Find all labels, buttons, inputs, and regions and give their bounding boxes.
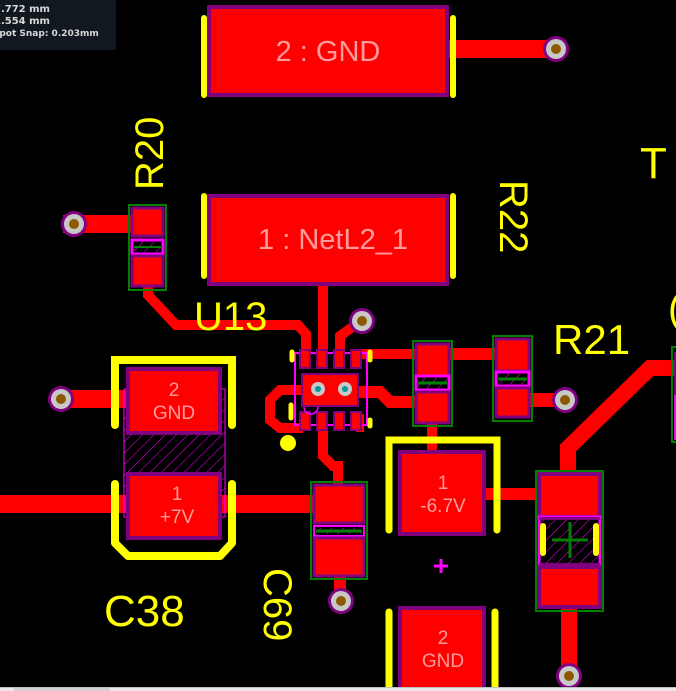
coordinate-hud: 7.772 mm 1.554 mm spot Snap: 0.203mm bbox=[0, 0, 116, 50]
c38-pad-2[interactable] bbox=[126, 367, 222, 435]
c-designator-partial: ( bbox=[668, 287, 676, 331]
tcap-pad-2-net: GND bbox=[422, 651, 464, 672]
u13-pin1-marker bbox=[303, 406, 319, 415]
r21-pad-2[interactable] bbox=[494, 386, 531, 419]
u13-pin-8[interactable] bbox=[299, 411, 311, 431]
r21-designator: R21 bbox=[553, 316, 630, 363]
trace-diag-right[interactable] bbox=[560, 360, 676, 488]
c38-pad-2-num: 2 bbox=[169, 380, 180, 401]
via[interactable] bbox=[48, 386, 74, 412]
u13-pin-6[interactable] bbox=[333, 411, 345, 431]
r20-pad-1[interactable] bbox=[130, 206, 165, 238]
l2-pad-1[interactable] bbox=[207, 194, 449, 286]
u13-thermal-via-2-hole bbox=[342, 386, 348, 392]
r22-pad-2[interactable] bbox=[414, 390, 451, 425]
tcap-pad-1[interactable] bbox=[398, 450, 486, 536]
via[interactable] bbox=[556, 663, 582, 689]
right-pad-2[interactable] bbox=[537, 565, 602, 609]
l2-pad-2-label: 2 : GND bbox=[276, 36, 381, 68]
hotspot-snap-readout: spot Snap: 0.203mm bbox=[0, 29, 99, 39]
c69-pad-2[interactable] bbox=[312, 536, 366, 578]
r20-designator: R20 bbox=[128, 117, 172, 190]
l2-component[interactable]: 2 : GND 1 : NetL2_1 bbox=[201, 5, 456, 286]
r21-component[interactable] bbox=[492, 335, 533, 422]
tcap-silk-top bbox=[385, 436, 501, 534]
tantalum-cap-component[interactable]: 1 -6.7V 2 GND bbox=[385, 436, 501, 690]
c38-pad-1-net: +7V bbox=[160, 507, 195, 528]
c38-pad-2-net: GND bbox=[153, 403, 195, 424]
u13-pin-1[interactable] bbox=[299, 349, 311, 369]
partial-pad bbox=[674, 352, 676, 402]
c38-pad-1[interactable] bbox=[126, 472, 222, 540]
t-designator-partial: T bbox=[640, 139, 667, 188]
u13-designator: U13 bbox=[194, 295, 267, 339]
u13-pin-4[interactable] bbox=[350, 349, 362, 369]
r20-component[interactable] bbox=[128, 204, 167, 291]
x-coordinate-readout: 7.772 mm bbox=[0, 4, 50, 15]
c69-component[interactable] bbox=[310, 481, 368, 580]
r22-component[interactable] bbox=[412, 340, 453, 427]
horizontal-scrollbar[interactable] bbox=[0, 687, 676, 691]
r22-courtyard bbox=[412, 340, 453, 427]
c69-designator: C69 bbox=[255, 568, 299, 641]
u13-pin-3[interactable] bbox=[333, 349, 345, 369]
l2-pad-2[interactable] bbox=[207, 5, 449, 97]
vias bbox=[48, 36, 582, 689]
right-body-top bbox=[539, 517, 600, 520]
partial-courtyard bbox=[671, 346, 676, 443]
tcap-pad-2[interactable] bbox=[398, 606, 486, 690]
tcap-pad-1-net: -6.7V bbox=[420, 496, 466, 517]
r21-courtyard bbox=[492, 335, 533, 422]
r20-courtyard bbox=[128, 204, 167, 291]
via[interactable] bbox=[349, 308, 375, 334]
right-component[interactable] bbox=[535, 470, 604, 612]
u13-pin-7[interactable] bbox=[316, 411, 328, 431]
u13-component[interactable] bbox=[280, 349, 373, 451]
y-coordinate-readout: 1.554 mm bbox=[0, 16, 50, 27]
partial-body bbox=[674, 395, 676, 440]
tcap-pad-2-num: 2 bbox=[438, 628, 449, 649]
tcap-pad-1-num: 1 bbox=[438, 473, 449, 494]
trace-u13-r22-bottom[interactable] bbox=[354, 386, 436, 408]
trace-u13-c69[interactable] bbox=[318, 415, 343, 505]
r22-designator: R22 bbox=[491, 180, 535, 253]
r22-pad-1[interactable] bbox=[414, 342, 451, 378]
c38-designator: C38 bbox=[104, 587, 185, 636]
c38-component[interactable]: 2 GND 1 +7V bbox=[111, 356, 236, 560]
right-pad-1[interactable] bbox=[537, 472, 602, 519]
u13-pin-5[interactable] bbox=[350, 411, 362, 431]
u13-thermal-via-1-hole bbox=[315, 386, 321, 392]
via[interactable] bbox=[328, 588, 354, 614]
c38-silk-top bbox=[111, 356, 236, 429]
via[interactable] bbox=[61, 211, 87, 237]
via[interactable] bbox=[543, 36, 569, 62]
partial-component-right[interactable] bbox=[671, 346, 676, 443]
u13-pin-2[interactable] bbox=[316, 349, 328, 369]
c69-courtyard bbox=[310, 481, 368, 580]
right-courtyard bbox=[535, 470, 604, 612]
l2-pad-1-label: 1 : NetL2_1 bbox=[258, 224, 408, 256]
r21-pad-1[interactable] bbox=[494, 337, 531, 373]
right-body-bottom bbox=[539, 563, 600, 566]
u13-outline bbox=[294, 352, 368, 426]
tcap-origin-marker bbox=[434, 559, 448, 573]
c38-pad-1-num: 1 bbox=[172, 484, 183, 505]
trace-u13-loop[interactable] bbox=[265, 385, 305, 433]
u13-pin1-dot bbox=[280, 435, 296, 451]
c69-pad-1[interactable] bbox=[312, 483, 366, 525]
via[interactable] bbox=[552, 387, 578, 413]
c38-silk-bottom bbox=[111, 480, 236, 560]
r20-pad-2[interactable] bbox=[130, 254, 165, 288]
